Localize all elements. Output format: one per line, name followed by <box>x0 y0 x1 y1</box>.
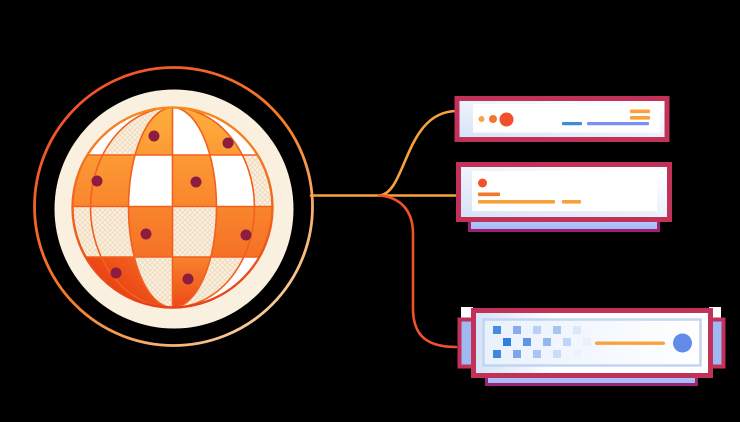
text-line-short <box>478 192 500 197</box>
pixel-square <box>523 338 531 346</box>
pixel-square <box>573 350 581 358</box>
status-dot-icon <box>478 178 487 188</box>
ear-backing-left <box>461 307 473 320</box>
globe-dot <box>140 228 152 240</box>
globe-cell <box>172 206 217 257</box>
connector-top-branch <box>377 109 459 197</box>
globe-dot <box>148 130 160 142</box>
server-power-dot-icon <box>673 333 692 353</box>
globe-dot <box>91 175 103 187</box>
globe-dot <box>190 176 202 188</box>
pixel-square <box>543 338 551 346</box>
pixel-square <box>493 350 501 358</box>
globe-outline <box>71 106 274 309</box>
globe-dots <box>91 130 252 285</box>
pixel-square <box>493 326 501 334</box>
globe <box>33 66 314 347</box>
text-line-end <box>562 200 581 204</box>
server-card-top <box>454 96 670 142</box>
pixel-square <box>553 326 561 334</box>
globe-dot <box>110 267 122 279</box>
card-panel <box>472 171 657 211</box>
server-card-middle <box>456 162 672 232</box>
pixel-square <box>563 338 571 346</box>
pixel-square <box>573 326 581 334</box>
pixel-square <box>513 326 521 334</box>
globe-orbit-ring <box>33 66 314 347</box>
pixel-square <box>503 338 511 346</box>
pixel-square <box>533 350 541 358</box>
progress-segment-short <box>562 122 582 126</box>
pixel-square <box>513 350 521 358</box>
pixel-square <box>533 326 541 334</box>
connectors <box>309 109 459 349</box>
menu-bar <box>630 116 650 120</box>
status-dot-medium-icon <box>489 115 497 123</box>
text-line-long <box>478 200 555 204</box>
server-rack <box>457 307 726 386</box>
pixel-square <box>553 350 561 358</box>
globe-grid-lines <box>72 107 273 308</box>
server-pixel-grid <box>493 326 591 358</box>
globe-dot <box>222 137 234 149</box>
status-dot-small-icon <box>478 116 485 122</box>
globe-dot <box>240 229 252 241</box>
status-dot-large-icon <box>499 112 514 127</box>
pixel-square <box>583 338 591 346</box>
connector-bottom-branch <box>377 194 458 349</box>
globe-dot <box>182 273 194 285</box>
server-status-line <box>595 341 665 345</box>
progress-segment-long <box>587 122 649 126</box>
menu-bar <box>630 109 650 114</box>
